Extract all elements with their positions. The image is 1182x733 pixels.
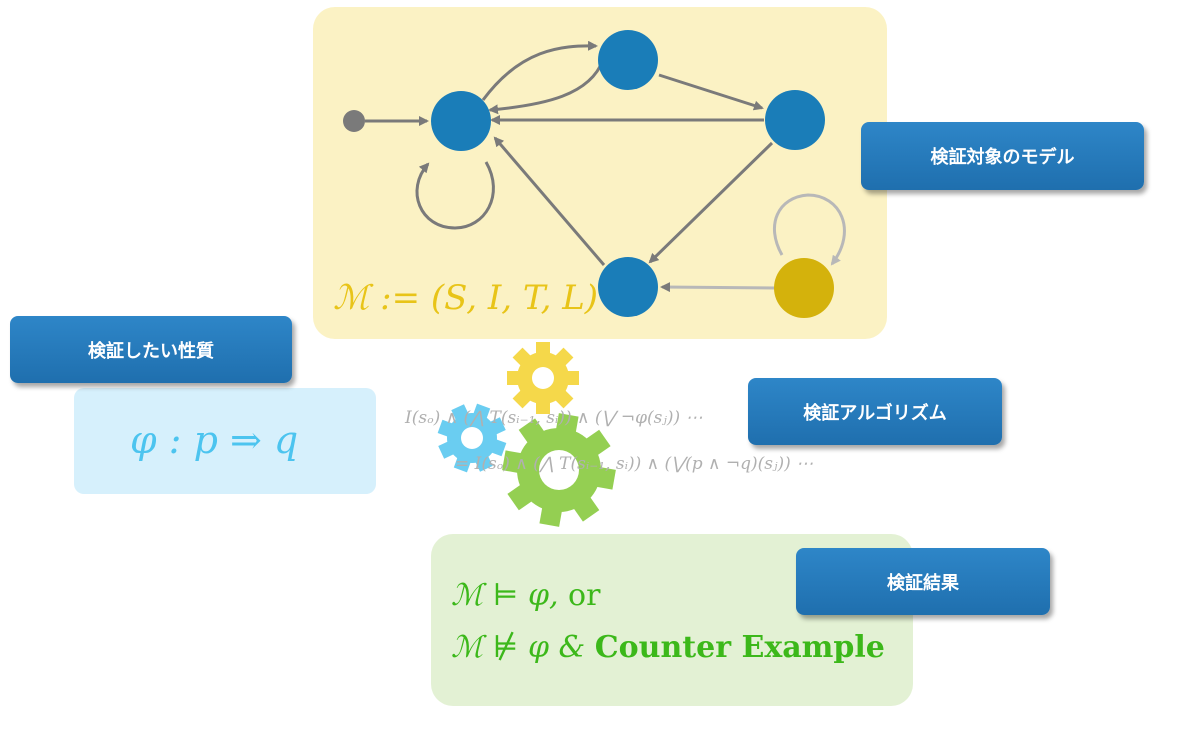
algorithm-formula-line-2: = I(sₒ) ∧ (⋀ T(sᵢ₋₁, sᵢ)) ∧ (⋁(p ∧ ¬q)(s… — [455, 454, 814, 474]
result-or-word: or — [568, 578, 601, 613]
result-formula-line-2: ℳ ⊭ φ & Counter Example — [451, 630, 885, 665]
model-formula: ℳ := (S, I, T, L) — [333, 278, 599, 318]
edge-s4-s1 — [493, 136, 606, 266]
property-label: 検証したい性質 — [10, 316, 292, 383]
counter-example-text: Counter Example — [594, 630, 885, 665]
algorithm-formula-line-1: I(sₒ) ∧ (⋀ T(sᵢ₋₁, sᵢ)) ∧ (⋁ ¬φ(sⱼ)) ⋯ — [405, 408, 703, 428]
result-label: 検証結果 — [796, 548, 1050, 615]
edge-s2-s3 — [658, 73, 764, 111]
state-node-5 — [774, 258, 834, 318]
model-label: 検証対象のモデル — [861, 122, 1144, 190]
initial-state-dot — [343, 110, 365, 132]
algorithm-label: 検証アルゴリズム — [748, 378, 1002, 445]
self-loop-s1 — [415, 161, 495, 230]
result-not-satisfies-math: ℳ ⊭ φ & — [451, 630, 586, 665]
edge-s5-s4 — [660, 282, 776, 293]
gear-yellow-icon — [507, 342, 579, 414]
edge-s3-s4 — [648, 141, 774, 264]
edge-s2-s1 — [488, 59, 605, 115]
state-node-3 — [765, 90, 825, 150]
state-node-4 — [598, 257, 658, 317]
gear-green-icon — [502, 413, 616, 527]
property-panel — [74, 388, 376, 494]
state-node-1 — [431, 91, 491, 151]
state-node-2 — [598, 30, 658, 90]
result-satisfies-math: ℳ ⊨ φ, — [451, 578, 559, 613]
edge-s1-s2 — [481, 40, 598, 101]
property-formula: φ : p ⇒ q — [130, 418, 299, 462]
self-loop-s5 — [772, 193, 846, 266]
gear-blue-icon — [437, 403, 507, 473]
result-formula-line-1: ℳ ⊨ φ, or — [451, 578, 600, 613]
